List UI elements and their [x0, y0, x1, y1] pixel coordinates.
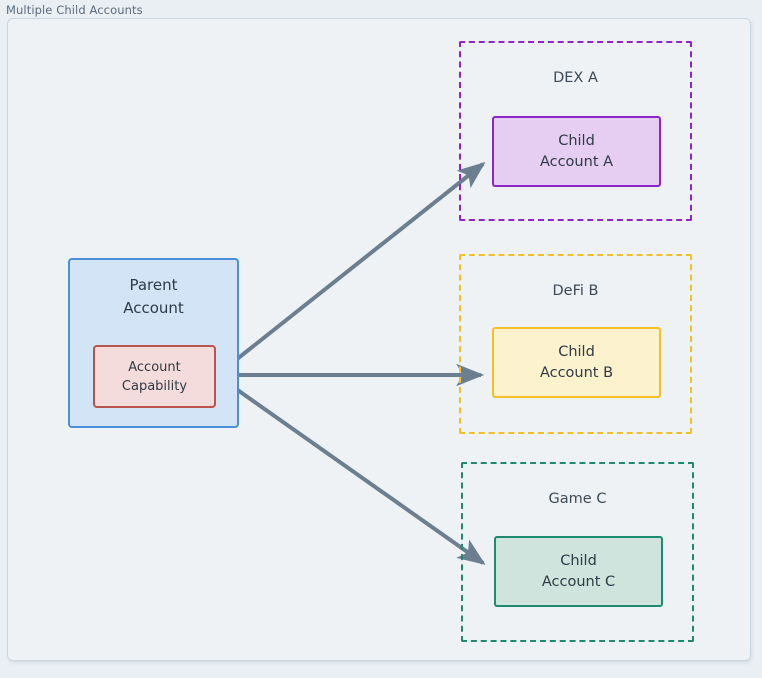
child-account-c-node[interactable]: Child Account C	[494, 536, 663, 607]
arrow-parent-to-child-a	[220, 162, 486, 373]
child-account-b-label-line1: Child	[558, 343, 595, 360]
arrow-parent-to-child-c	[220, 377, 486, 565]
account-capability-node[interactable]: Account Capability	[93, 345, 216, 408]
account-capability-label-line1: Account	[128, 359, 181, 375]
child-account-a-label-line1: Child	[558, 132, 595, 149]
account-capability-label-line2: Capability	[121, 378, 188, 394]
group-label-game-c: Game C	[548, 491, 607, 507]
parent-account-label-line1: Parent	[129, 276, 178, 294]
group-container-defi-b: DeFi B	[459, 254, 692, 434]
parent-account-label-line2: Account	[123, 299, 184, 317]
child-account-b-label-line2: Account B	[539, 364, 614, 381]
child-account-b-node[interactable]: Child Account B	[492, 327, 661, 398]
group-label-dex-a: DEX A	[553, 70, 598, 86]
child-account-c-label-line1: Child	[560, 552, 597, 569]
group-label-defi-b: DeFi B	[552, 283, 599, 299]
group-container-dex-a: DEX A	[459, 41, 692, 221]
child-account-a-label-line2: Account A	[539, 153, 614, 170]
page-title: Multiple Child Accounts	[6, 3, 143, 17]
child-account-c-label-line2: Account C	[541, 573, 616, 590]
group-container-game-c: Game C	[461, 462, 694, 642]
child-account-a-node[interactable]: Child Account A	[492, 116, 661, 187]
